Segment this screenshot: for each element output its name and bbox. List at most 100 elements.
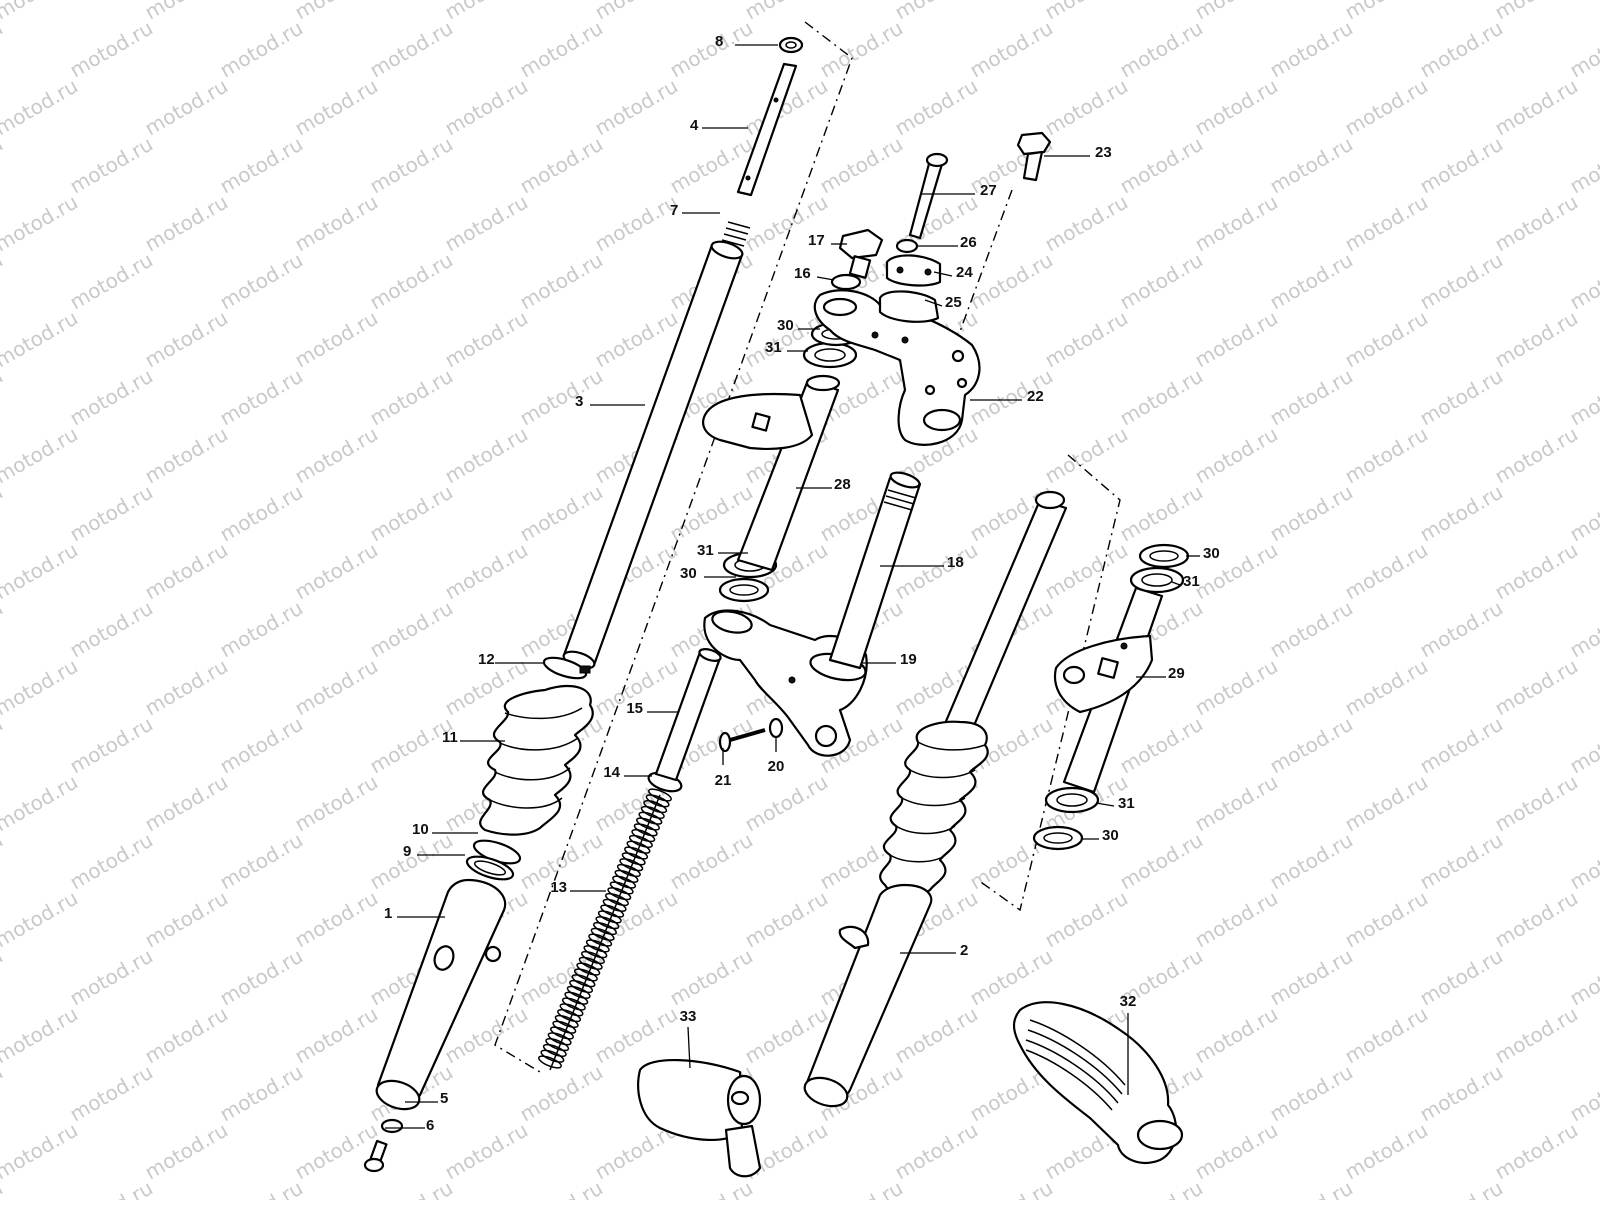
watermark-text: motod.ru <box>141 190 232 257</box>
watermark-text: motod.ru <box>591 306 682 373</box>
callout-label-11: 11 <box>442 729 458 746</box>
watermark-text: motod.ru <box>66 828 157 895</box>
watermark-text: motod.ru <box>1491 190 1582 257</box>
watermark-text: motod.ru <box>516 132 607 199</box>
watermark-text: motod.ru <box>0 190 82 257</box>
callout-label-6: 6 <box>426 1117 434 1134</box>
watermark-text: motod.ru <box>1266 16 1357 83</box>
watermark-text: motod.ru <box>1491 886 1582 953</box>
watermark-text: motod.ru <box>441 538 532 605</box>
callout-label-13: 13 <box>550 879 567 896</box>
watermark-text: motod.ru <box>216 364 307 431</box>
watermark-text: motod.ru <box>1566 1060 1600 1127</box>
watermark-text: motod.ru <box>441 306 532 373</box>
callout-label-14: 14 <box>603 764 620 781</box>
watermark-text: motod.ru <box>1191 1118 1282 1185</box>
watermark-text: motod.ru <box>591 0 682 24</box>
callout-label-5: 5 <box>440 1090 448 1107</box>
watermark-text: motod.ru <box>0 422 82 489</box>
callout-label-16: 16 <box>794 265 811 282</box>
watermark-text: motod.ru <box>216 712 307 779</box>
watermark-text: motod.ru <box>0 248 7 315</box>
watermark-text: motod.ru <box>1041 190 1132 257</box>
watermark-text: motod.ru <box>291 770 382 837</box>
watermark-text: motod.ru <box>1191 74 1282 141</box>
callout-label-31: 31 <box>697 542 714 559</box>
watermark-text: motod.ru <box>1266 248 1357 315</box>
watermark-text: motod.ru <box>1566 132 1600 199</box>
callout-label-19: 19 <box>900 651 917 668</box>
watermark-text: motod.ru <box>0 480 7 547</box>
watermark-text: motod.ru <box>1566 364 1600 431</box>
watermark-text: motod.ru <box>1341 306 1432 373</box>
stem-washer <box>832 275 860 289</box>
watermark-text: motod.ru <box>291 1002 382 1069</box>
watermark-text: motod.ru <box>1416 364 1507 431</box>
watermark-text: motod.ru <box>1491 422 1582 489</box>
watermark-text: motod.ru <box>1341 1118 1432 1185</box>
callout-label-24: 24 <box>956 264 973 281</box>
watermark-text: motod.ru <box>591 74 682 141</box>
watermark-text: motod.ru <box>0 364 7 431</box>
watermark-text: motod.ru <box>0 770 82 837</box>
watermark-text: motod.ru <box>1116 16 1207 83</box>
watermark-text: motod.ru <box>141 654 232 721</box>
callout-label-17: 17 <box>808 232 825 249</box>
callout-label-20: 20 <box>768 758 785 775</box>
watermark-text: motod.ru <box>291 190 382 257</box>
watermark-text: motod.ru <box>516 16 607 83</box>
watermark-text: motod.ru <box>291 654 382 721</box>
callout-label-28: 28 <box>834 476 851 493</box>
callout-label-8: 8 <box>715 33 723 50</box>
watermark-text: motod.ru <box>441 190 532 257</box>
callout-label-32: 32 <box>1120 993 1137 1010</box>
watermark-text: motod.ru <box>141 538 232 605</box>
watermark-text: motod.ru <box>291 74 382 141</box>
watermark-text: motod.ru <box>1041 306 1132 373</box>
watermark-text: motod.ru <box>741 770 832 837</box>
watermark-text: motod.ru <box>1191 306 1282 373</box>
watermark-text: motod.ru <box>0 132 7 199</box>
watermark-text: motod.ru <box>1116 132 1207 199</box>
callout-label-15: 15 <box>626 700 643 717</box>
watermark-text: motod.ru <box>1266 364 1357 431</box>
watermark-text: motod.ru <box>1041 422 1132 489</box>
callout-label-23: 23 <box>1095 144 1112 161</box>
watermark-text: motod.ru <box>1341 538 1432 605</box>
watermark-text: motod.ru <box>1191 422 1282 489</box>
watermark-text: motod.ru <box>1041 74 1132 141</box>
watermark-text: motod.ru <box>141 306 232 373</box>
watermark-text: motod.ru <box>0 886 82 953</box>
watermark-text: motod.ru <box>366 16 457 83</box>
bolt-washer <box>770 719 782 737</box>
watermark-text: motod.ru <box>141 0 232 24</box>
watermark-text: motod.ru <box>891 1002 982 1069</box>
watermark-text: motod.ru <box>516 1176 607 1200</box>
watermark-text: motod.ru <box>1491 306 1582 373</box>
callout-label-1: 1 <box>384 905 392 922</box>
watermark-text: motod.ru <box>666 944 757 1011</box>
watermark-text: motod.ru <box>591 190 682 257</box>
watermark-text: motod.ru <box>1416 480 1507 547</box>
watermark-text: motod.ru <box>291 538 382 605</box>
watermark-text: motod.ru <box>1041 538 1132 605</box>
watermark-text: motod.ru <box>141 74 232 141</box>
watermark-text: motod.ru <box>1116 712 1207 779</box>
watermark-text: motod.ru <box>816 16 907 83</box>
watermark-text: motod.ru <box>216 1176 307 1200</box>
watermark-text: motod.ru <box>0 74 82 141</box>
watermark-text: motod.ru <box>0 828 7 895</box>
watermark-text: motod.ru <box>66 16 157 83</box>
watermark-text: motod.ru <box>0 1002 82 1069</box>
callout-label-31: 31 <box>765 339 782 356</box>
watermark-text: motod.ru <box>666 480 757 547</box>
watermark-text: motod.ru <box>216 944 307 1011</box>
watermark-text: motod.ru <box>1566 712 1600 779</box>
watermark-text: motod.ru <box>1566 944 1600 1011</box>
watermark-text: motod.ru <box>216 132 307 199</box>
watermark-text: motod.ru <box>366 132 457 199</box>
watermark-text: motod.ru <box>0 306 82 373</box>
bearing-race-middle <box>720 579 768 601</box>
